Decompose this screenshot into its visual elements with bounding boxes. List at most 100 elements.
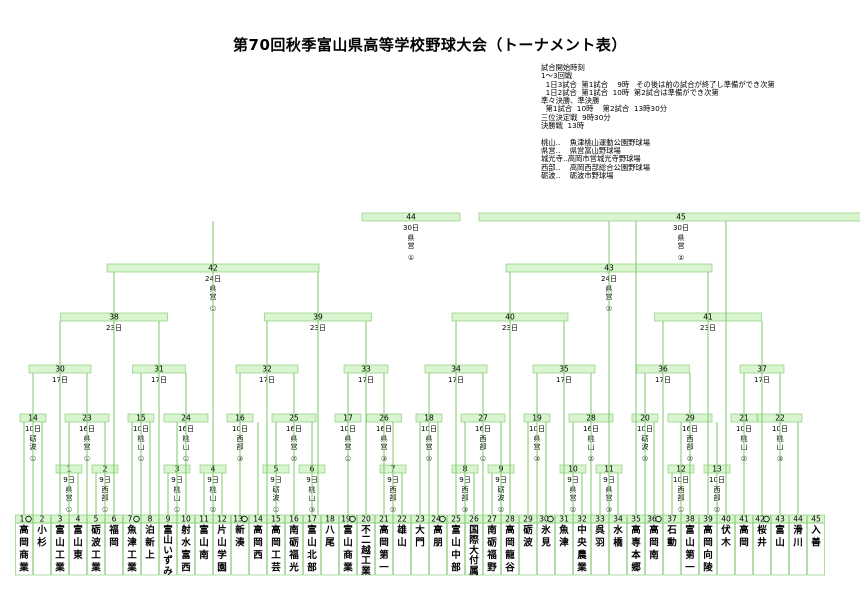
game-date: 30日 xyxy=(403,224,419,232)
team-name-box xyxy=(663,522,681,576)
team-name-box xyxy=(51,522,69,576)
team-name-box xyxy=(33,522,51,576)
team-name-box xyxy=(303,522,321,576)
team-number: 30 xyxy=(539,515,549,524)
team-name: 伏木 xyxy=(720,524,731,549)
schedule-line: 西部‥ 高岡西部総合公園野球場 xyxy=(541,162,651,172)
team-name: 高朋 xyxy=(432,524,443,549)
team-number: 12 xyxy=(217,515,227,524)
team-name-box xyxy=(285,522,303,576)
team-name-box xyxy=(735,522,753,576)
team-number: 23 xyxy=(415,515,425,524)
team-name-box xyxy=(771,522,789,576)
team-number: 13 xyxy=(233,515,243,524)
team-name: 高岡南 xyxy=(649,524,659,561)
team-name: 石動 xyxy=(666,525,677,549)
team-name-box xyxy=(483,522,501,576)
schedule-line: 1～3回戦 xyxy=(541,71,573,81)
team-number: 35 xyxy=(631,515,641,524)
team-name: 小杉 xyxy=(36,524,47,549)
team-number: 26 xyxy=(469,515,479,524)
schedule-line: 県営‥ 県営富山野球場 xyxy=(541,145,621,155)
team-name: 砺波工業 xyxy=(90,525,101,574)
team-number: 36 xyxy=(647,515,657,524)
team-name: 大門 xyxy=(415,524,425,549)
team-name: 南砺福野 xyxy=(486,524,497,574)
team-name-box xyxy=(717,522,735,576)
schedule-line: 試合開始時刻 xyxy=(541,63,585,72)
team-number: 2 xyxy=(40,515,45,524)
team-name: 国際大付属 xyxy=(469,525,479,577)
schedule-line: 第1試合 10時 第2試合 13時30分 xyxy=(541,104,668,114)
team-number: 40 xyxy=(721,515,731,524)
game-number: 44 xyxy=(406,213,416,222)
seed-circle-icon xyxy=(655,515,662,523)
team-name-box xyxy=(537,522,555,576)
team-number: 44 xyxy=(793,515,803,524)
game-number-box xyxy=(478,212,860,222)
team-name: 富山いずみ xyxy=(163,524,173,577)
team-number: 33 xyxy=(595,515,605,524)
team-name-box xyxy=(231,522,249,576)
team-name: 富山東 xyxy=(72,524,83,561)
team-name-box xyxy=(141,522,159,576)
team-name-box xyxy=(393,522,411,576)
team-name-box xyxy=(807,522,825,576)
team-name: 高岡向陵 xyxy=(703,524,713,574)
team-number: 29 xyxy=(523,515,533,524)
team-number: 22 xyxy=(397,515,407,524)
seed-circle-icon xyxy=(547,515,554,523)
team-name: 高専本郷 xyxy=(631,524,641,574)
seed-circle-icon xyxy=(25,515,32,523)
page-title: 第70回秋季富山県高等学校野球大会（トーナメント表） xyxy=(233,36,627,54)
team-name: 魚津工業 xyxy=(126,524,137,574)
team-name-box xyxy=(429,522,447,576)
team-name-box xyxy=(69,522,87,576)
team-name-box xyxy=(519,522,537,576)
team-number: 4 xyxy=(76,515,81,524)
team-name-box xyxy=(789,522,807,576)
team-number: 15 xyxy=(271,515,281,524)
team-name-box xyxy=(87,522,105,576)
game-number: 45 xyxy=(676,213,686,222)
team-name: 富山工業 xyxy=(54,524,65,574)
schedule-line: 1日3試合 第1試合 9時 その後は前の試合が終了し準備ができ次第 xyxy=(541,79,775,89)
team-name: 富山商業 xyxy=(342,524,353,574)
team-number: 14 xyxy=(253,515,263,524)
game-date: 30日 xyxy=(673,224,689,232)
team-name: 高岡 xyxy=(739,524,749,549)
team-number: 37 xyxy=(667,515,677,524)
team-name: 富山第一 xyxy=(685,524,695,574)
team-number: 17 xyxy=(307,515,317,524)
schedule-line: 城光寺‥高岡市営城光寺野球場 xyxy=(541,154,641,164)
seed-circle-icon xyxy=(439,515,446,523)
team-number: 24 xyxy=(431,515,441,524)
team-name: 雄山 xyxy=(396,524,407,549)
team-name: 高岡商業 xyxy=(18,524,29,574)
team-number: 38 xyxy=(685,515,695,524)
team-name: 不二越工業 xyxy=(360,525,371,577)
team-number: 10 xyxy=(181,515,191,524)
team-name-box xyxy=(411,522,429,576)
team-number: 8 xyxy=(148,515,153,524)
team-name: 泊新上 xyxy=(145,524,155,561)
team-name-box xyxy=(573,522,591,576)
team-number: 11 xyxy=(199,515,209,524)
team-name: 桜井 xyxy=(757,524,767,549)
team-number: 5 xyxy=(94,515,99,524)
team-name-box xyxy=(591,522,609,576)
team-name: 八尾 xyxy=(324,525,335,549)
team-name-box xyxy=(249,522,267,576)
team-number: 21 xyxy=(379,515,389,524)
team-name: 中央農業 xyxy=(576,524,587,574)
team-name: 呉羽 xyxy=(595,525,605,549)
seed-circle-icon xyxy=(241,515,248,523)
team-name: 富山北部 xyxy=(307,524,317,574)
team-name: 高岡西 xyxy=(253,524,263,561)
team-name-box xyxy=(609,522,627,576)
team-name-box xyxy=(123,522,141,576)
team-number: 1 xyxy=(20,515,25,524)
game-order: ① xyxy=(408,254,414,262)
